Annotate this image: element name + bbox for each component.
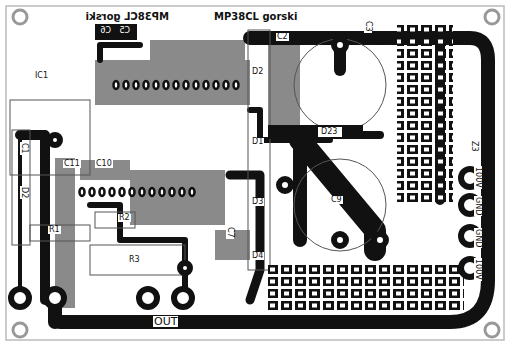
part-label: C1 [20,142,28,155]
part-label: R3 [128,256,141,264]
part-label: D2 [251,68,264,76]
part-label: D23 [320,128,338,136]
part-label: C2 [276,33,289,41]
part-label: D3 [251,198,264,206]
part-label: IC1 [34,72,49,80]
part-label: C11 [63,160,81,168]
part-label: GND [474,196,482,216]
part-label: C10 [95,160,113,168]
part-label: D4 [251,252,264,260]
part-label: R2 [118,214,131,222]
part-label: 100V [474,258,482,281]
part-label: C6 [99,27,112,35]
part-label: C5 [118,27,131,35]
part-label: D2 [20,186,28,199]
part-label: OUT [153,316,178,327]
part-label: Z3 [470,140,478,153]
part-label: R1 [48,226,61,234]
part-label: GND [474,228,482,248]
part-label: C7 [226,226,234,239]
part-label: D1 [251,138,264,146]
part-label: MP38CL gorski [213,12,298,22]
part-label: 100V [474,166,482,189]
part-label: C9 [330,196,343,204]
part-label: MP38CL gorski [85,12,170,22]
part-label: C3 [364,20,372,33]
